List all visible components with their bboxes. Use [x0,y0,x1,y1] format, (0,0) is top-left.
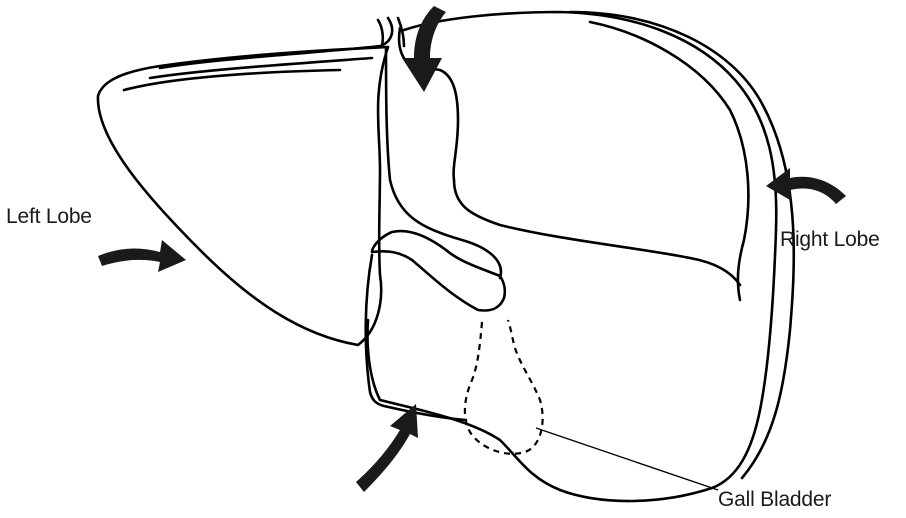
gall-bladder-outline [465,320,543,454]
label-gall-bladder: Gall Bladder [718,488,831,512]
gall-bladder-pointer [536,428,718,490]
ligament-notch-2 [378,20,383,46]
arrow-top-icon [402,6,446,92]
left-lobe-inner-ridge-2 [124,70,340,90]
arrow-right-icon [766,168,846,204]
caudate-lobe-outline [386,48,501,278]
left-lobe-outline [98,47,388,345]
quadrate-lobe-outline [372,231,505,310]
left-lobe-inner-ridge [150,58,372,78]
right-lobe-groove [590,22,748,300]
label-right-lobe: Right Lobe [780,228,880,252]
right-lobe-outline [368,12,777,501]
right-lobe-segment-boundary [454,180,740,285]
arrow-bottom-icon [356,404,418,492]
arrow-left-icon [98,240,186,272]
label-left-lobe: Left Lobe [6,205,92,229]
